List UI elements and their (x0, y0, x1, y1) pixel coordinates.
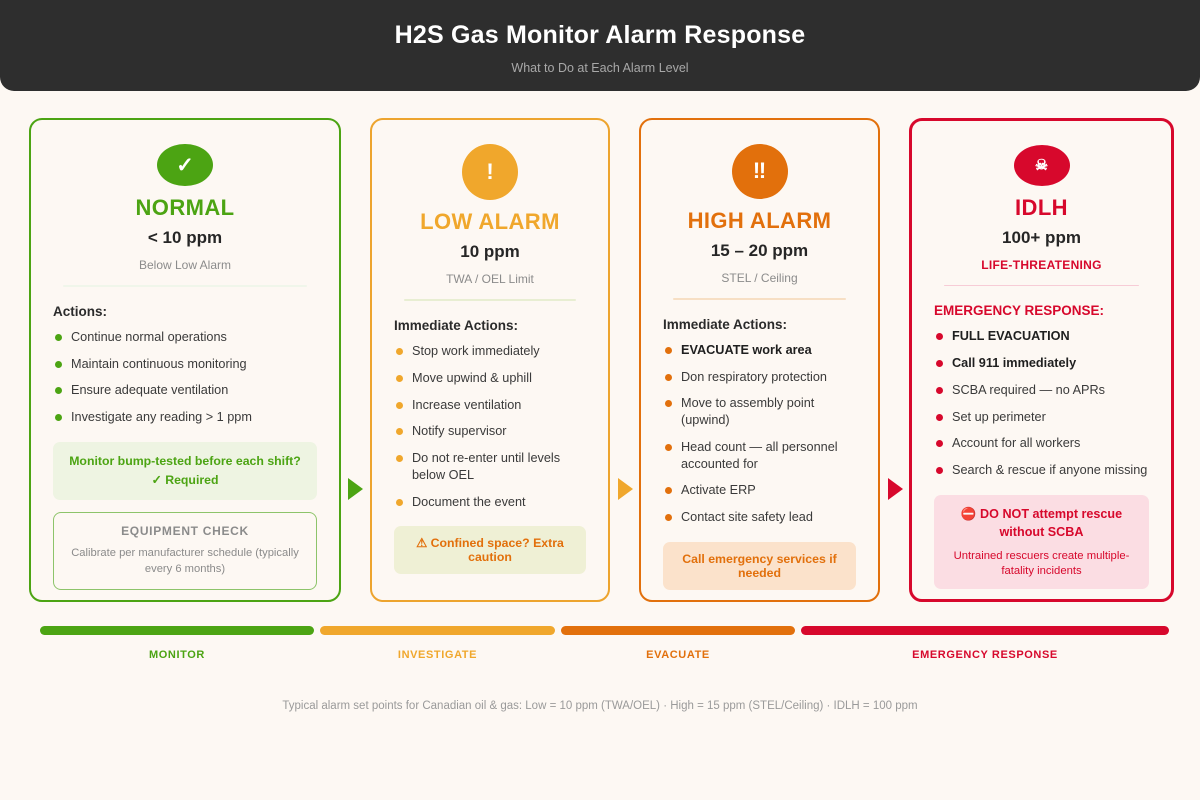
level-note-high: STEL / Ceiling (721, 270, 798, 285)
list-item: Activate ERP (663, 482, 856, 499)
page-subtitle: What to Do at Each Alarm Level (511, 60, 689, 75)
card-divider (944, 284, 1139, 287)
callout-idlh-sub: Untrained rescuers create multiple-fatal… (953, 549, 1130, 577)
progress-label-monitor: MONITOR (149, 649, 205, 661)
double-exclamation-icon: ‼ (752, 158, 767, 184)
actions-heading-idlh: EMERGENCY RESPONSE: (934, 303, 1105, 319)
escalation-progress-bar: MONITOR INVESTIGATE EVACUATE EMERGENCY R… (0, 626, 1200, 672)
list-item: Move upwind & uphill (394, 370, 586, 387)
level-note-normal: Below Low Alarm (138, 258, 232, 273)
progress-label-emergency: EMERGENCY RESPONSE (912, 649, 1058, 661)
actions-heading-normal: Actions: (53, 303, 107, 319)
page-title: H2S Gas Monitor Alarm Response (394, 20, 806, 49)
list-item: Set up perimeter (934, 409, 1149, 426)
list-item: Don respiratory protection (663, 369, 856, 386)
action-list-high: EVACUATE work area Don respiratory prote… (663, 342, 856, 536)
skull-crossbones-icon: ☠ (1034, 156, 1049, 174)
alarm-card-idlh[interactable]: ☠ IDLH 100+ ppm LIFE-THREATENING EMERGEN… (909, 118, 1174, 602)
progress-segment-emergency (801, 626, 1169, 635)
list-item: FULL EVACUATION (934, 328, 1149, 345)
callout-idlh: ⛔ DO NOT attempt rescue without SCBA Unt… (934, 495, 1149, 589)
progress-segment-investigate (320, 626, 555, 635)
list-item: Notify supervisor (394, 423, 586, 440)
level-name-normal: NORMAL (135, 195, 235, 221)
callout-high: Call emergency services if needed (663, 542, 856, 590)
low-alarm-badge: ! (462, 144, 518, 200)
level-note-idlh: LIFE-THREATENING (981, 257, 1102, 272)
list-item: Maintain continuous monitoring (53, 356, 317, 373)
list-item: SCBA required — no APRs (934, 382, 1149, 399)
alarm-card-normal[interactable]: ✓ NORMAL < 10 ppm Below Low Alarm Action… (29, 118, 341, 602)
card-divider (63, 285, 307, 287)
footer-note: Typical alarm set points for Canadian oi… (282, 700, 918, 712)
equipment-check-box: EQUIPMENT CHECK Calibrate per manufactur… (53, 512, 317, 590)
list-item: Ensure adequate ventilation (53, 382, 317, 399)
list-item: Document the event (394, 494, 586, 511)
level-ppm-low: 10 ppm (460, 242, 520, 261)
equipment-check-title: EQUIPMENT CHECK (121, 524, 249, 539)
alarm-card-low[interactable]: ! LOW ALARM 10 ppm TWA / OEL Limit Immed… (370, 118, 610, 602)
progress-label-evacuate: EVACUATE (646, 649, 710, 661)
action-list-idlh: FULL EVACUATION Call 911 immediately SCB… (934, 328, 1149, 489)
action-list-normal: Continue normal operations Maintain cont… (53, 329, 317, 436)
list-item: Account for all workers (934, 435, 1149, 452)
level-ppm-idlh: 100+ ppm (1002, 227, 1081, 247)
callout-normal: Monitor bump-tested before each shift? ✓… (53, 442, 317, 501)
list-item: Increase ventilation (394, 397, 586, 414)
equipment-check-body: Calibrate per manufacturer schedule (typ… (71, 547, 299, 575)
progress-segment-monitor (40, 626, 314, 635)
progress-label-investigate: INVESTIGATE (397, 649, 478, 661)
actions-heading-high: Immediate Actions: (663, 316, 788, 332)
level-name-idlh: IDLH (1015, 194, 1068, 220)
actions-heading-low: Immediate Actions: (394, 318, 519, 333)
level-name-low: LOW ALARM (420, 209, 560, 234)
level-ppm-normal: < 10 ppm (147, 228, 223, 248)
page-header: H2S Gas Monitor Alarm Response What to D… (0, 0, 1200, 91)
arrow-high-to-idlh-icon (888, 478, 903, 500)
level-note-low: TWA / OEL Limit (446, 272, 534, 286)
list-item: EVACUATE work area (663, 342, 856, 359)
list-item: Investigate any reading > 1 ppm (53, 409, 317, 426)
card-divider (404, 299, 576, 301)
normal-badge: ✓ (157, 144, 213, 187)
alarm-card-high[interactable]: ‼ HIGH ALARM 15 – 20 ppm STEL / Ceiling … (639, 118, 880, 602)
arrow-low-to-high-icon (618, 478, 633, 500)
alarm-level-cards: ✓ NORMAL < 10 ppm Below Low Alarm Action… (0, 118, 1200, 602)
list-item: Move to assembly point (upwind) (663, 395, 856, 429)
list-item: Continue normal operations (53, 329, 317, 346)
level-name-high: HIGH ALARM (687, 207, 832, 233)
list-item: Stop work immediately (394, 343, 586, 360)
idlh-badge: ☠ (1013, 145, 1070, 186)
callout-idlh-main: ⛔ DO NOT attempt rescue without SCBA (960, 507, 1123, 540)
high-alarm-badge: ‼ (731, 144, 788, 199)
check-icon: ✓ (176, 153, 194, 177)
list-item: Contact site safety lead (663, 509, 856, 526)
exclamation-icon: ! (486, 159, 494, 184)
progress-segment-evacuate (561, 626, 795, 635)
card-divider (673, 297, 846, 300)
list-item: Search & rescue if anyone missing (934, 462, 1149, 479)
arrow-normal-to-low-icon (348, 478, 363, 500)
action-list-low: Stop work immediately Move upwind & uphi… (394, 343, 586, 520)
level-ppm-high: 15 – 20 ppm (710, 240, 809, 260)
list-item: Call 911 immediately (934, 355, 1149, 372)
callout-low: ⚠ Confined space? Extra caution (394, 526, 586, 575)
list-item: Do not re-enter until levels below OEL (394, 450, 586, 484)
list-item: Head count — all personnel accounted for (663, 439, 856, 473)
